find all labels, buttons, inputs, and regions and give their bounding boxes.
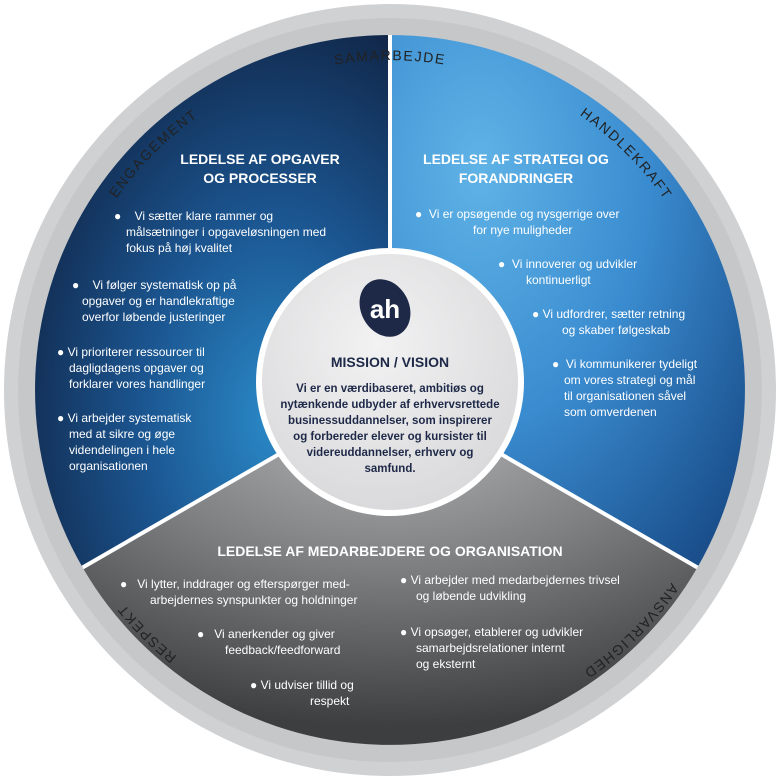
section-title-strategy: LEDELSE AF STRATEGI OG FORANDRINGER — [423, 151, 609, 186]
bullet-employees-4: ● Vi arbejder med medarbejdernes trivsel… — [400, 573, 620, 603]
section-title-employees: LEDELSE AF MEDARBEJDERE OG ORGANISATION — [217, 543, 563, 559]
bullet-employees-2: ● Vi anerkender og giver feedback/feedfo… — [197, 627, 341, 657]
bullet-tasks-4: ● Vi arbejder systematisk med at sikre o… — [57, 411, 192, 473]
bullet-tasks-1: ● Vi sætter klare rammer og målsætninger… — [114, 209, 327, 255]
bullet-strategy-3: ● Vi udfordrer, sætter retning og skaber… — [532, 307, 686, 337]
bullet-strategy-1: ● Vi er opsøgende og nysgerrige over for… — [415, 207, 620, 237]
bullet-employees-3: ● Vi udviser tillid og respekt — [250, 678, 354, 708]
bullet-employees-5: ● Vi opsøger, etablerer og udvikler sama… — [400, 625, 584, 671]
bullet-employees-1: ● Vi lytter, inddrager og efterspørger m… — [120, 577, 358, 607]
mission-title: MISSION / VISION — [330, 354, 450, 370]
ah-logo — [359, 279, 411, 337]
mission-text: Vi er en værdibaseret, ambitiøs og nytæn… — [280, 383, 500, 475]
section-title-tasks: LEDELSE AF OPGAVER OG PROCESSER — [180, 151, 340, 186]
bullet-tasks-3: ● Vi prioriterer ressourcer til dagligda… — [57, 345, 206, 391]
ring-label-samarbejde: SAMARBEJDE — [333, 47, 447, 68]
logo-text: ah — [370, 294, 400, 324]
sector-employees — [82, 390, 698, 745]
bullet-strategy-4: ● Vi kommunikerer tydeligt om vores stra… — [552, 357, 698, 419]
bullet-tasks-2: ● Vi følger systematisk op på opgaver og… — [72, 278, 237, 324]
bullet-strategy-2: ● Vi innoverer og udvikler kontinuerligt — [498, 257, 638, 287]
